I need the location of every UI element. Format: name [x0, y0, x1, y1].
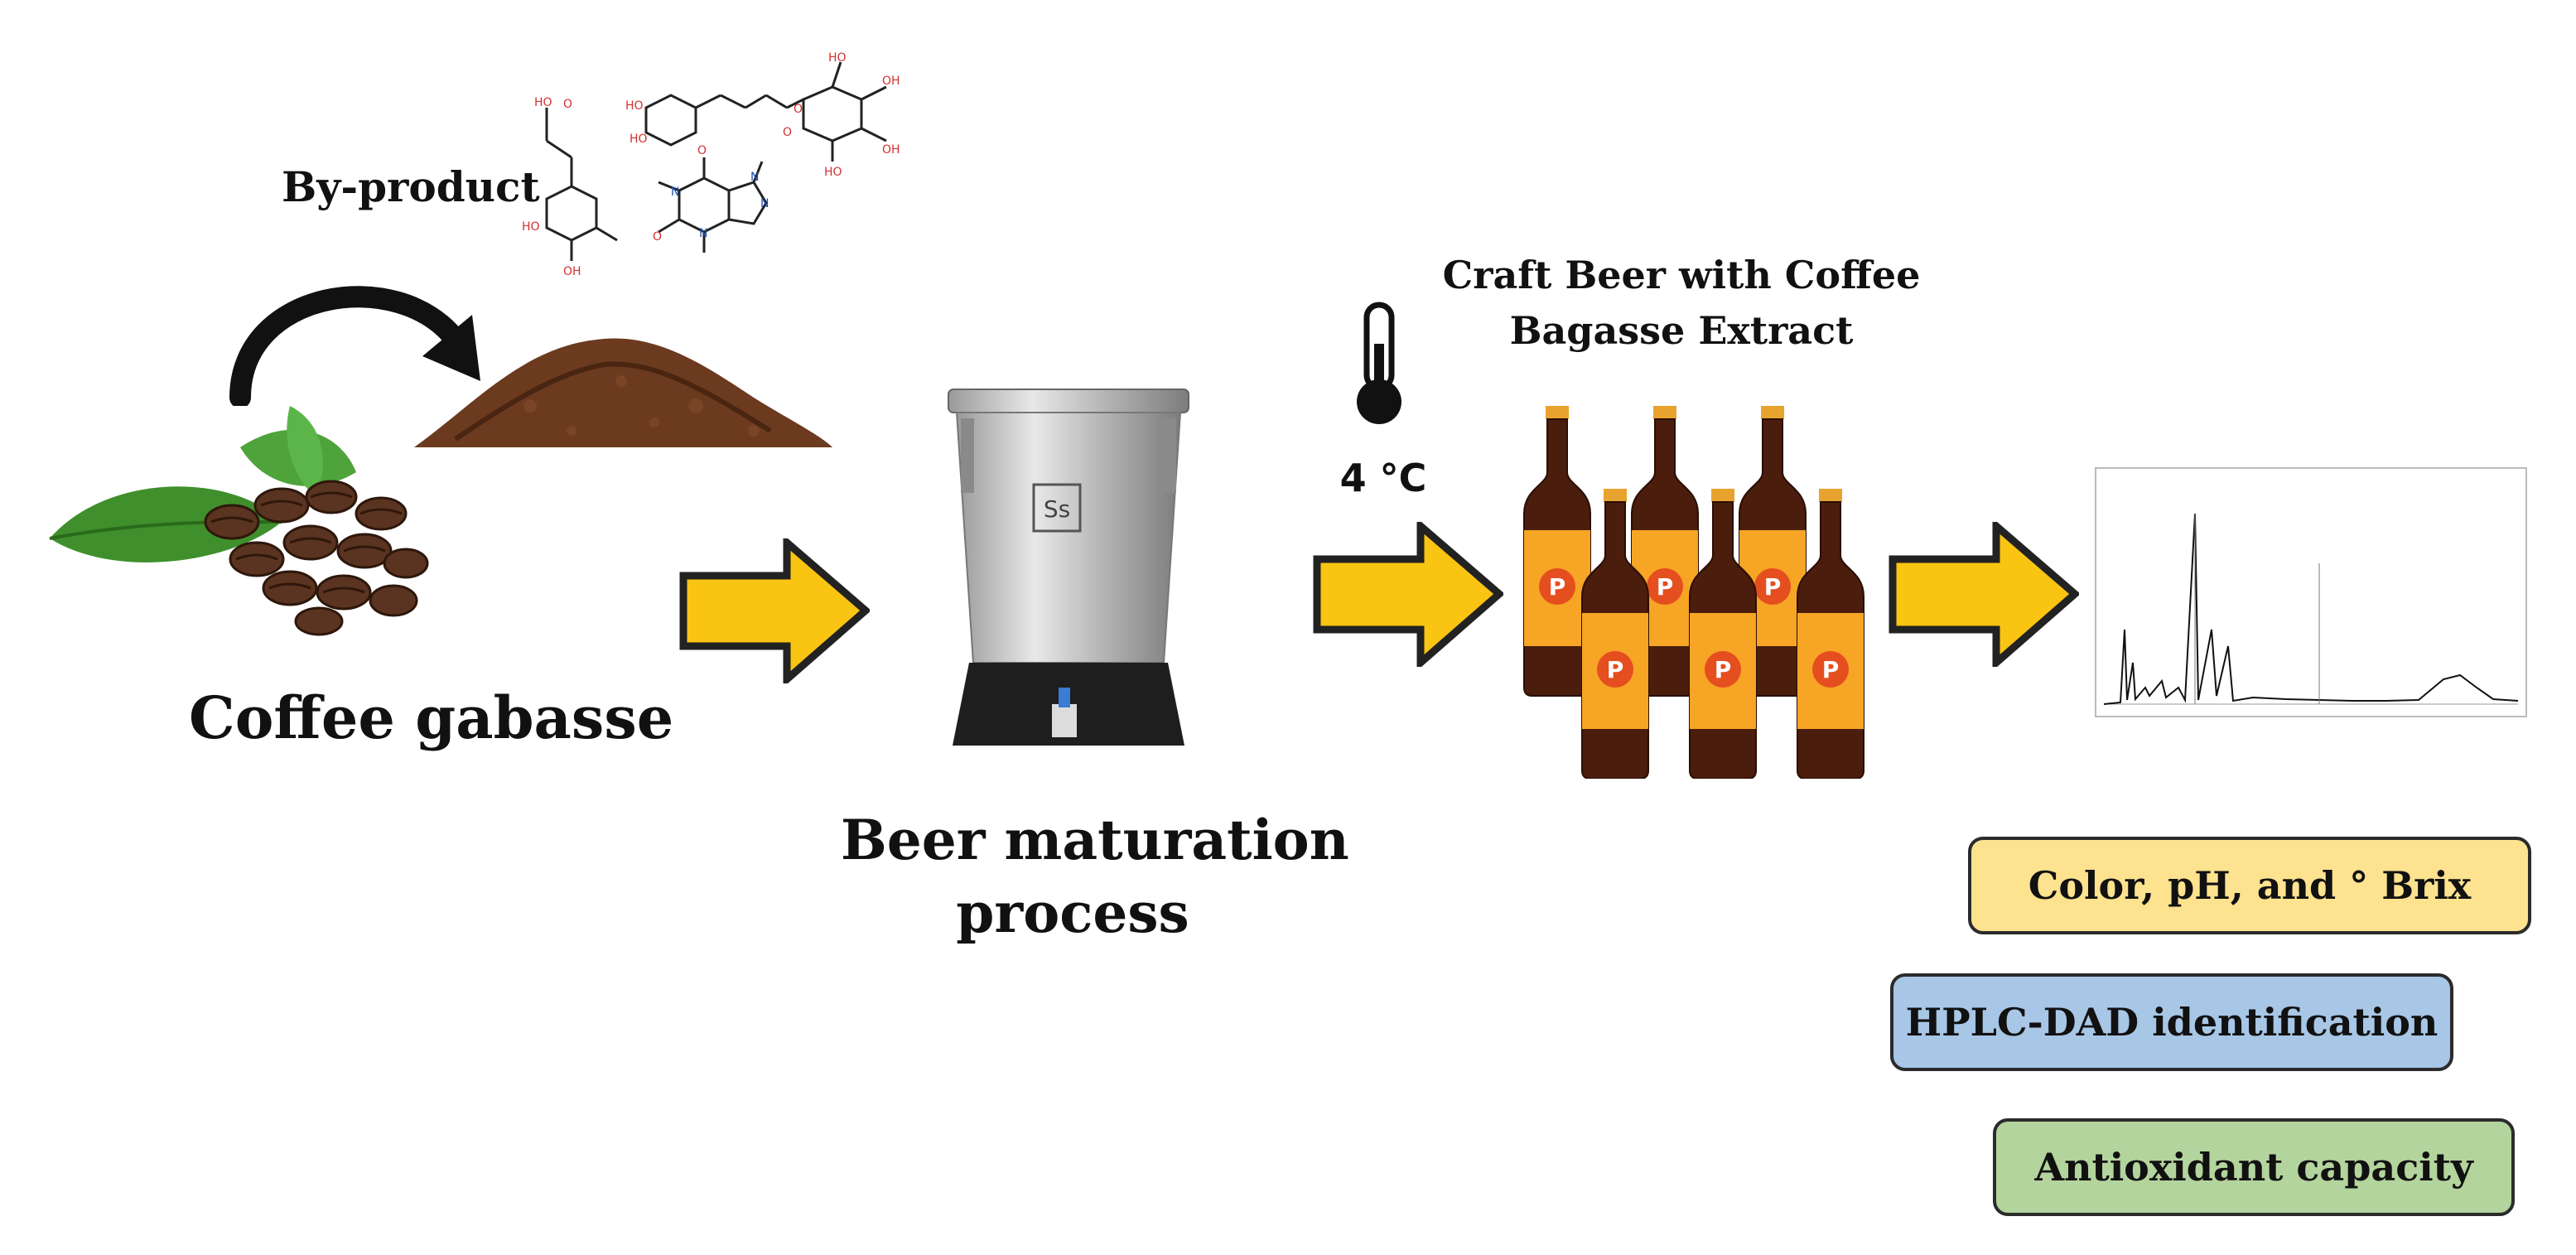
svg-text:OH: OH — [882, 143, 900, 157]
byproduct-label: By-product — [282, 162, 540, 211]
beer-bottle — [1523, 405, 1591, 697]
beer-bottles-illustration: P — [1523, 405, 1864, 779]
beer-maturation-label-line2: process — [956, 881, 1189, 945]
beer-bottle — [1797, 488, 1864, 779]
coffee-beans-illustration — [49, 406, 429, 636]
temperature-label: 4 °C — [1339, 456, 1427, 500]
svg-text:N: N — [750, 171, 759, 184]
coffee-grounds-illustration — [414, 338, 832, 447]
svg-text:O: O — [794, 103, 803, 116]
fermenter-logo: Ss — [1044, 495, 1070, 523]
beer-maturation-label-line1: Beer maturation — [841, 808, 1349, 872]
right-arrow-icon — [679, 538, 870, 683]
coffee-gabasse-label: Coffee gabasse — [189, 683, 674, 752]
svg-text:O: O — [563, 98, 572, 111]
svg-text:HO: HO — [625, 99, 644, 113]
svg-text:HO: HO — [828, 51, 847, 65]
svg-text:N: N — [671, 186, 679, 199]
thermometer-icon — [1357, 302, 1401, 424]
chromatogram-illustration — [2095, 467, 2527, 717]
curved-arrow-icon — [229, 286, 480, 406]
craft-beer-label-line2: Bagasse Extract — [1509, 308, 1854, 353]
svg-text:HO: HO — [522, 220, 540, 234]
svg-text:N: N — [760, 197, 769, 210]
craft-beer-label-line1: Craft Beer with Coffee — [1442, 253, 1921, 297]
svg-text:HO: HO — [630, 133, 648, 146]
right-arrow-icon — [1889, 522, 2079, 667]
fermenter-illustration: Ss — [948, 389, 1189, 746]
svg-text:OH: OH — [882, 75, 900, 88]
svg-text:OH: OH — [563, 265, 581, 278]
right-arrow-icon — [1313, 522, 1503, 667]
analysis-antioxidant: Antioxidant capacity — [1993, 1118, 2515, 1216]
svg-text:O: O — [783, 126, 792, 139]
analysis-hplc-dad: HPLC-DAD identification — [1890, 973, 2453, 1071]
svg-text:N: N — [699, 227, 707, 240]
analysis-color-ph-brix: Color, pH, and ° Brix — [1968, 837, 2531, 934]
svg-text:HO: HO — [534, 96, 552, 109]
svg-text:HO: HO — [824, 166, 842, 179]
svg-text:O: O — [653, 230, 662, 244]
svg-text:O: O — [697, 144, 707, 157]
